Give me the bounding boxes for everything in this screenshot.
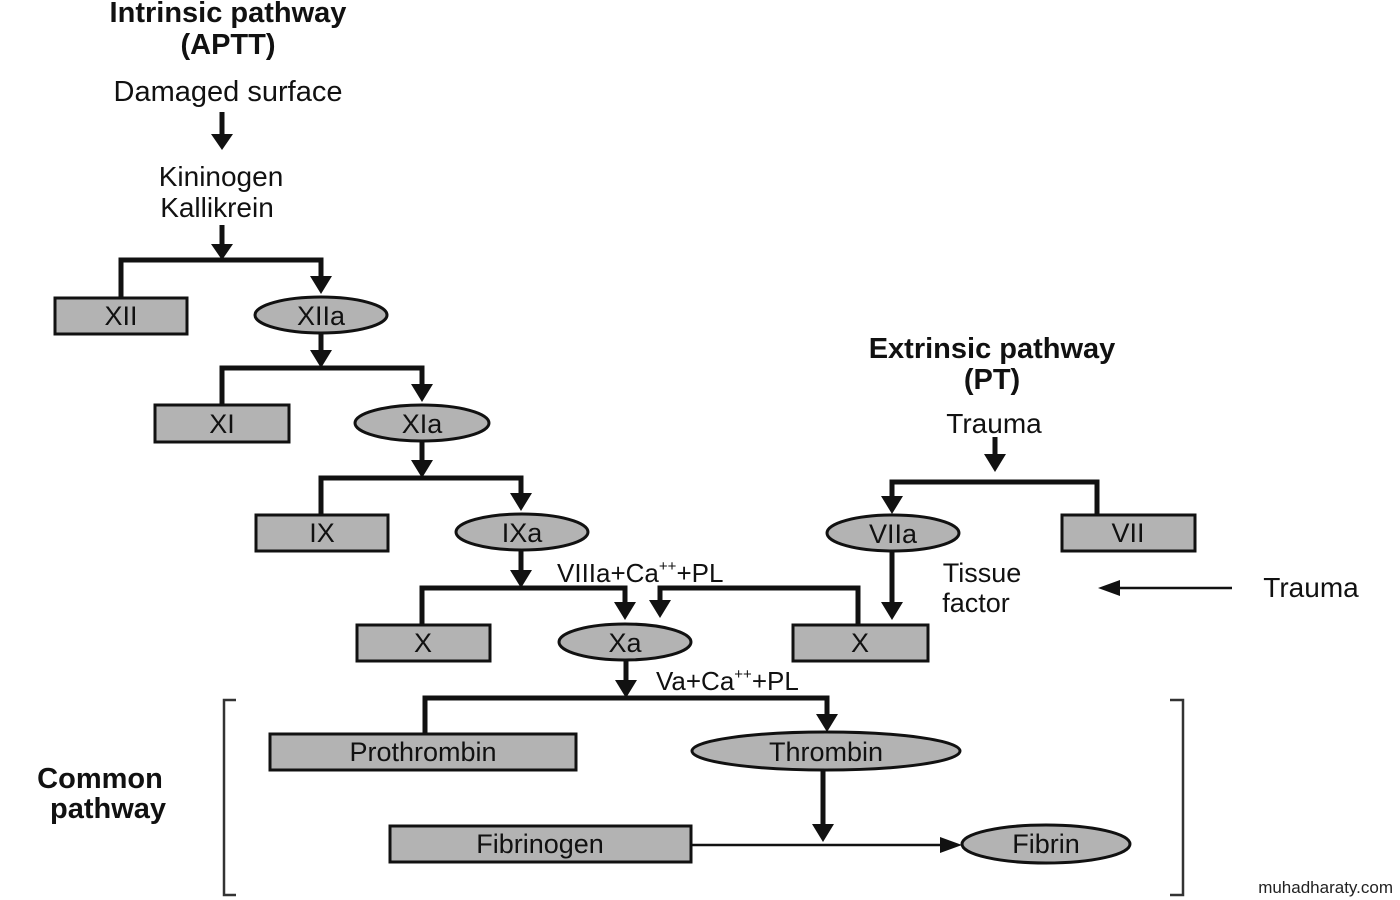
branch-line <box>219 365 425 404</box>
arrowhead <box>411 384 433 402</box>
arrowhead <box>812 824 834 842</box>
arrowhead <box>614 602 636 620</box>
arrowhead <box>211 134 233 150</box>
branch-line <box>422 695 830 733</box>
factor-xiia-oval: XIIa <box>253 295 389 335</box>
factor-xia-label: XIa <box>402 409 444 439</box>
branch-line <box>889 479 1100 514</box>
arrowhead <box>881 496 903 514</box>
factor-x-left-box: X <box>355 623 492 663</box>
common-pathway-bracket-left <box>222 698 236 897</box>
arrowhead <box>1098 580 1120 596</box>
factor-ixa-oval: IXa <box>454 512 590 552</box>
factor-x-right-label: X <box>851 628 869 658</box>
intrinsic-subtitle: (APTT) <box>180 29 275 61</box>
factor-xa-label: Xa <box>608 628 642 658</box>
fibrinogen-label: Fibrinogen <box>476 829 604 859</box>
kininogen-label: Kininogen <box>159 161 284 192</box>
tissue-factor-label: Tissue <box>943 558 1022 588</box>
prothrombin-label: Prothrombin <box>349 737 496 767</box>
thrombin-label: Thrombin <box>769 737 883 767</box>
va-cofactor-label: Va+Ca+++PL <box>656 666 799 696</box>
factor-xiia-label: XIIa <box>297 301 346 331</box>
viiia-cofactor-sup: ++ <box>659 558 677 575</box>
intrinsic-title: Intrinsic pathway <box>110 0 347 29</box>
common-pathway-label: Common <box>37 763 163 795</box>
factor-xi-box: XI <box>153 403 291 444</box>
trauma-side-label: Trauma <box>1263 572 1359 603</box>
arrowhead <box>310 276 332 294</box>
factor-vii-label: VII <box>1111 518 1144 548</box>
trauma-top-label: Trauma <box>946 408 1042 439</box>
fibrin-oval: Fibrin <box>960 823 1132 865</box>
fibrin-label: Fibrin <box>1012 829 1080 859</box>
damaged-surface-label: Damaged surface <box>114 76 343 108</box>
branch-line <box>118 257 324 298</box>
fibrinogen-box: Fibrinogen <box>388 824 693 864</box>
arrowhead <box>649 600 671 618</box>
factor-x-left-label: X <box>414 628 432 658</box>
common-pathway-bracket-right <box>1170 698 1185 897</box>
branch-line <box>657 585 861 624</box>
factor-xi-label: XI <box>209 409 235 439</box>
arrowhead <box>411 460 433 478</box>
watermark: muhadharaty.com <box>1258 878 1393 897</box>
va-cofactor-text: Va+Ca <box>656 666 735 696</box>
extrinsic-subtitle: (PT) <box>964 364 1020 396</box>
arrowhead <box>615 680 637 698</box>
factor-viia-label: VIIa <box>869 519 918 549</box>
arrowhead <box>984 454 1006 472</box>
thrombin-oval: Thrombin <box>690 730 962 772</box>
factor-ix-label: IX <box>309 518 335 548</box>
tissue-factor-label-2: factor <box>942 588 1010 618</box>
factor-xii-label: XII <box>104 301 137 331</box>
common-pathway-label-2: pathway <box>50 793 166 825</box>
arrowhead <box>881 602 903 620</box>
factor-ix-box: IX <box>254 513 390 553</box>
va-cofactor-suffix: +PL <box>752 666 799 696</box>
factor-ixa-label: IXa <box>502 518 544 548</box>
arrowhead <box>310 350 332 368</box>
arrowhead <box>211 244 233 260</box>
factor-viia-oval: VIIa <box>825 513 961 553</box>
arrowhead <box>510 570 532 588</box>
factor-vii-box: VII <box>1060 513 1197 553</box>
factor-xa-oval: Xa <box>557 622 693 662</box>
branch-line <box>318 475 524 514</box>
factor-xia-oval: XIa <box>353 403 491 443</box>
factor-x-right-box: X <box>791 623 930 663</box>
extrinsic-title: Extrinsic pathway <box>869 333 1116 365</box>
branch-line <box>419 585 628 624</box>
va-cofactor-sup: ++ <box>734 666 752 683</box>
factor-xii-box: XII <box>53 296 189 336</box>
arrowhead <box>940 837 962 853</box>
viiia-cofactor-label: VIIIa+Ca+++PL <box>557 558 723 588</box>
arrowhead <box>816 714 838 732</box>
prothrombin-box: Prothrombin <box>268 732 578 772</box>
arrowhead <box>510 493 532 511</box>
viiia-cofactor-text: VIIIa+Ca <box>557 558 659 588</box>
viiia-cofactor-suffix: +PL <box>676 558 723 588</box>
kallikrein-label: Kallikrein <box>160 192 274 223</box>
